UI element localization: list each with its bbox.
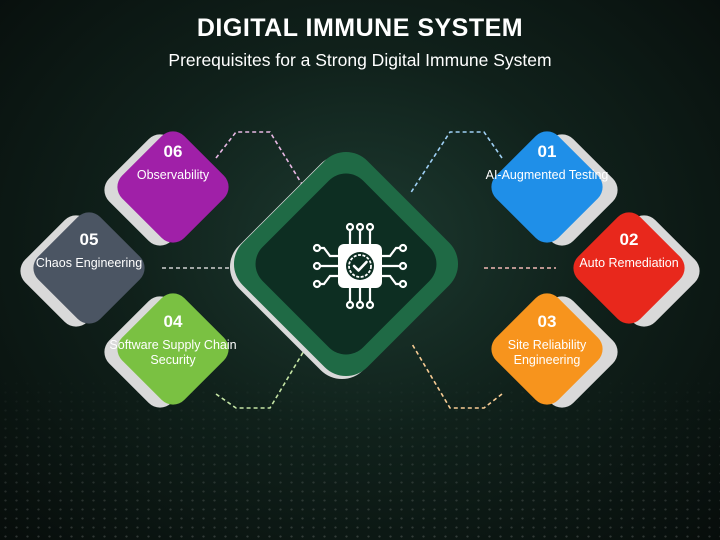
step-04-number: 04 bbox=[163, 312, 183, 331]
step-03-label: Site Reliability Engineering bbox=[507, 338, 587, 367]
page-title: DIGITAL IMMUNE SYSTEM bbox=[196, 14, 524, 42]
step-06-number: 06 bbox=[163, 142, 183, 161]
step-05-label: Chaos Engineering bbox=[35, 256, 143, 270]
dotted-background bbox=[0, 370, 720, 540]
step-01-number: 01 bbox=[537, 142, 557, 161]
step-01-label: AI-Augmented Testing bbox=[485, 168, 609, 182]
step-02-label: Auto Remediation bbox=[579, 256, 679, 270]
step-02-number: 02 bbox=[619, 230, 639, 249]
ai-chip-check-icon bbox=[312, 222, 408, 310]
connector-03 bbox=[411, 343, 503, 409]
step-04-label: Software Supply Chain Security bbox=[109, 338, 237, 367]
connector-06 bbox=[215, 131, 309, 195]
step-03-number: 03 bbox=[537, 312, 557, 331]
step-05-number: 05 bbox=[79, 230, 99, 249]
step-06-label: Observability bbox=[136, 168, 210, 182]
page-subtitle: Prerequisites for a Strong Digital Immun… bbox=[168, 50, 552, 70]
connector-01 bbox=[409, 131, 503, 195]
